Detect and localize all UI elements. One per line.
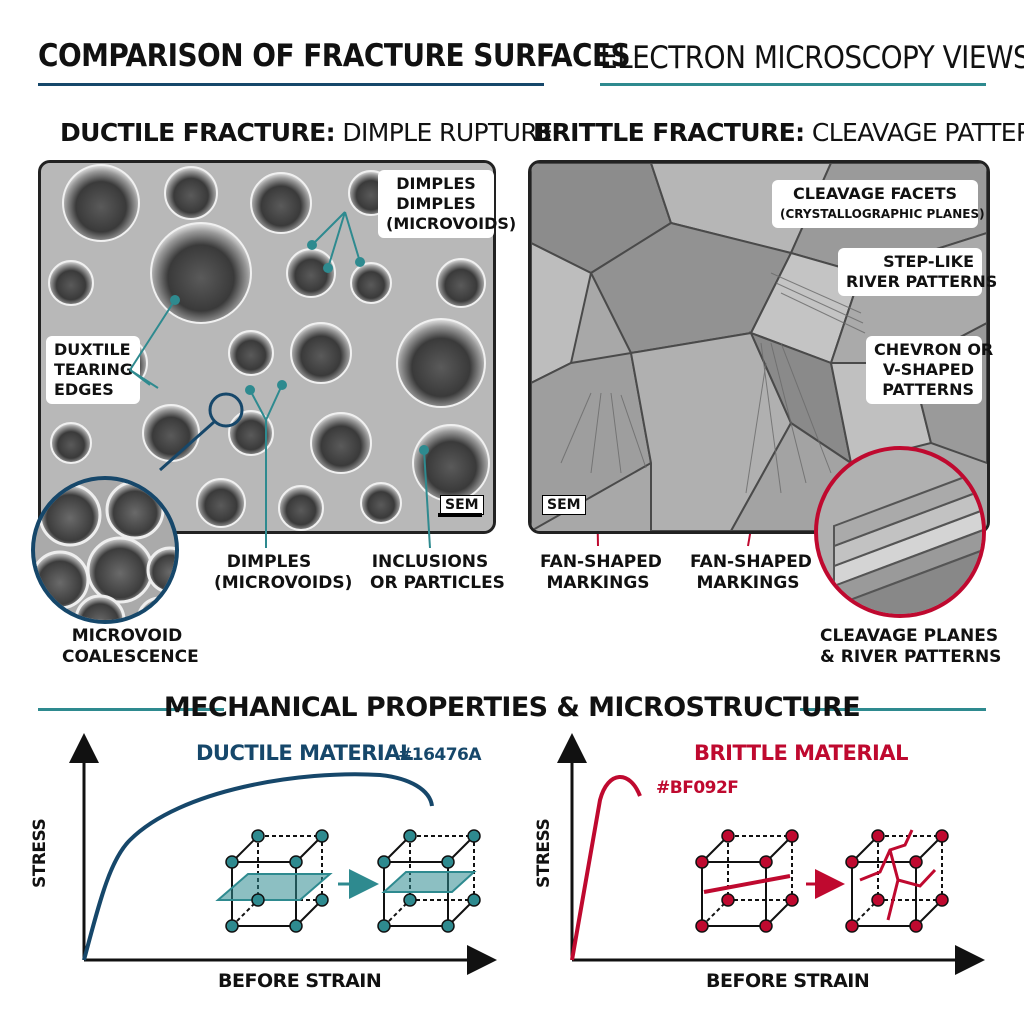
tearing-edges-tag: DUXTILE TEARING EDGES	[46, 336, 140, 404]
ductile-hex: #16476A	[398, 745, 482, 765]
brittle-sem-badge: SEM	[542, 495, 586, 515]
facets-tag-line2: (CRYSTALLOGRAPHIC PLANES)	[780, 207, 985, 221]
tearing-tag-line3: EDGES	[54, 380, 114, 399]
dimple	[164, 166, 218, 220]
dimple	[278, 485, 324, 531]
fan2-line1: FAN-SHAPED	[690, 552, 812, 572]
inclusions-label-line2: OR PARTICLES	[370, 573, 505, 593]
inclusions-label: INCLUSIONS OR PARTICLES	[370, 552, 505, 594]
dimples-tag: DIMPLES DIMPLES (MICROVOIDS)	[378, 170, 517, 238]
dimples-tag-line2: DIMPLES	[396, 194, 476, 213]
fan1-line2: MARKINGS	[546, 573, 650, 593]
dimples-label-line1: DIMPLES	[226, 552, 312, 572]
dimple	[436, 258, 486, 308]
brittle-heading-rest: CLEAVAGE PATTERNS	[811, 118, 1024, 147]
brittle-heading-bold: BRITTLE FRACTURE:	[533, 118, 805, 147]
dimple	[62, 164, 140, 242]
ductile-sem-badge: SEM	[440, 495, 484, 515]
chevron-tag-line1: CHEVRON OR	[874, 340, 994, 359]
brittle-heading: BRITTLE FRACTURE: CLEAVAGE PATTERNS	[533, 118, 1024, 147]
page-subtitle: ELECTRON MICROSCOPY VIEWS	[600, 40, 1024, 76]
river-tag-line1: STEP-LIKE	[883, 252, 974, 271]
mp-rule-right	[800, 708, 986, 711]
fan1-line1: FAN-SHAPED	[540, 552, 662, 572]
coalescence-label-line1: MICROVOID	[71, 626, 183, 646]
dimple	[396, 318, 486, 408]
subtitle-underline	[600, 83, 986, 86]
brittle-cube-1	[701, 835, 793, 927]
ductile-heading: DUCTILE FRACTURE: DIMPLE RUPTURE	[60, 118, 553, 147]
brittle-chart-title: BRITTLE MATERIAL	[694, 741, 908, 765]
dimple	[310, 412, 372, 474]
coalescence-label-line2: COALESCENCE	[62, 647, 199, 667]
brittle-curve	[570, 775, 642, 961]
dimple	[290, 322, 352, 384]
cleavage-planes-label: CLEAVAGE PLANES & RIVER PATTERNS	[820, 626, 1002, 668]
ductile-xlabel: BEFORE STRAIN	[218, 970, 382, 992]
ductile-magnifier	[31, 476, 179, 624]
page-title: COMPARISON OF FRACTURE SURFACES	[38, 38, 631, 74]
ductile-heading-rest: DIMPLE RUPTURE	[334, 118, 553, 147]
chevron-tag-line2: V-SHAPED	[882, 360, 974, 379]
chevron-tag: CHEVRON OR V-SHAPED PATTERNS	[866, 336, 994, 404]
dimples-tag-line3: (MICROVOIDS)	[386, 214, 517, 233]
river-tag-line2: RIVER PATTERNS	[846, 272, 998, 291]
dimple	[48, 260, 94, 306]
dimple	[350, 262, 392, 304]
inclusions-label-line1: INCLUSIONS	[371, 552, 489, 572]
fan-markings-label-2: FAN-SHAPED MARKINGS	[690, 552, 812, 594]
dimples-label-line2: (MICROVOIDS)	[214, 573, 353, 593]
cleavage-facets-tag: CLEAVAGE FACETS (CRYSTALLOGRAPHIC PLANES…	[772, 180, 985, 228]
mp-rule-left	[38, 708, 224, 711]
brittle-hex: #BF092F	[656, 778, 739, 798]
tearing-tag-line2: TEARING	[54, 360, 134, 379]
facets-tag-line1: CLEAVAGE FACETS	[792, 184, 958, 203]
dimples-tag-line1: DIMPLES	[396, 174, 476, 193]
river-patterns-tag: STEP-LIKE RIVER PATTERNS	[838, 248, 998, 296]
mechanical-title: MECHANICAL PROPERTIES & MICROSTRUCTURE	[163, 692, 861, 723]
dimple	[250, 172, 312, 234]
fan2-line2: MARKINGS	[696, 573, 800, 593]
dimple	[196, 478, 246, 528]
brittle-magnifier	[814, 446, 986, 618]
ductile-heading-bold: DUCTILE FRACTURE:	[60, 118, 336, 147]
dimple	[228, 330, 274, 376]
coalescence-label: MICROVOID COALESCENCE	[62, 626, 199, 668]
ductile-chart-title: DUCTILE MATERIAL	[196, 741, 413, 765]
dimple	[50, 422, 92, 464]
dimple	[360, 482, 402, 524]
title-underline	[38, 83, 544, 86]
planes-line1: CLEAVAGE PLANES	[820, 626, 999, 646]
dimples-label: DIMPLES (MICROVOIDS)	[214, 552, 353, 594]
ductile-curve	[82, 772, 434, 961]
tearing-tag-line1: DUXTILE	[54, 340, 131, 359]
fan-markings-label-1: FAN-SHAPED MARKINGS	[540, 552, 662, 594]
planes-line2: & RIVER PATTERNS	[820, 647, 1002, 667]
chevron-tag-line3: PATTERNS	[882, 380, 974, 399]
brittle-xlabel: BEFORE STRAIN	[706, 970, 870, 992]
